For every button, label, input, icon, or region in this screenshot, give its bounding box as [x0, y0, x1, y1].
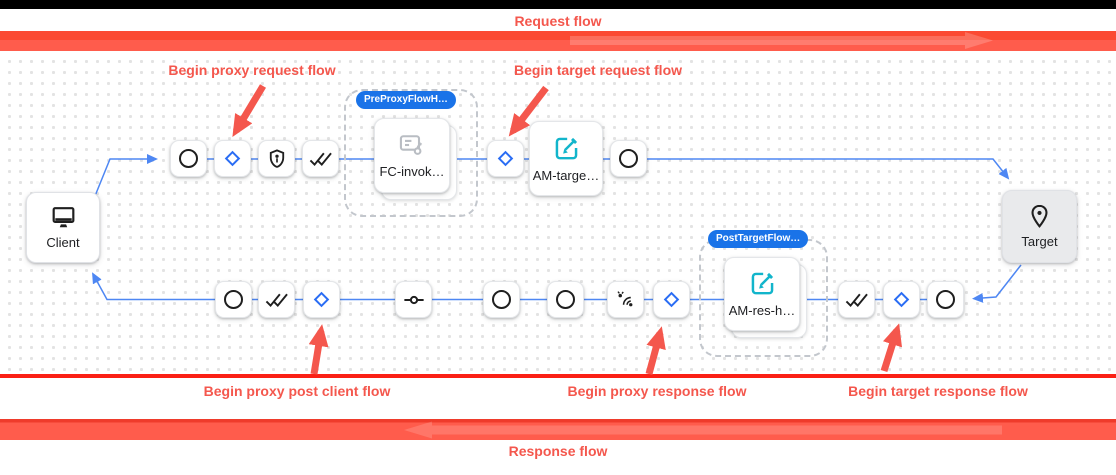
canvas-bottom-divider: [0, 374, 1116, 378]
circle-icon: [179, 149, 198, 168]
double-check-icon: [309, 152, 332, 166]
target-response-verify-node[interactable]: [838, 281, 875, 318]
diamond-icon: [893, 291, 910, 308]
proxy-request-flowhook-node[interactable]: [214, 140, 251, 177]
edit-icon: [751, 272, 773, 295]
target-label: Target: [1021, 234, 1058, 249]
flow-callout-label: FC-invok…: [379, 164, 445, 179]
proxy-response-flowhook-node[interactable]: [653, 281, 690, 318]
commit-node-icon: [403, 295, 424, 304]
circle-icon: [556, 290, 575, 309]
post-client-annotation: Begin proxy post client flow: [203, 383, 391, 399]
proxy-response-annotation: Begin proxy response flow: [567, 383, 747, 399]
response-flow-bar: [0, 419, 1116, 440]
monitor-icon: [52, 206, 74, 227]
top-black-bar: [0, 0, 1116, 9]
post-client-flowhook-node[interactable]: [303, 281, 340, 318]
post-target-flowhook-badge[interactable]: PostTargetFlow…: [708, 230, 809, 248]
location-pin-icon: [1031, 204, 1048, 228]
response-verify-node[interactable]: [258, 281, 295, 318]
flow-callout-icon: [399, 135, 423, 155]
am-target-policy-card[interactable]: AM-targe…: [529, 121, 603, 196]
am-response-label: AM-res-h…: [728, 303, 796, 318]
diamond-icon: [313, 291, 330, 308]
circle-icon: [936, 290, 955, 309]
response-circle-node[interactable]: [547, 281, 584, 318]
response-flow-arrow-icon: [404, 421, 1002, 439]
pre-proxy-flowhook-badge[interactable]: PreProxyFlowH…: [356, 91, 456, 109]
edit-icon: [555, 137, 577, 159]
response-circle-node[interactable]: [483, 281, 520, 318]
response-step-circle-node[interactable]: [215, 281, 252, 318]
client-endpoint-node[interactable]: Client: [26, 192, 100, 263]
request-step-circle-node[interactable]: [170, 140, 207, 177]
security-policy-node[interactable]: [258, 140, 295, 177]
message-broadcast-node[interactable]: [607, 281, 644, 318]
am-response-policy-card[interactable]: AM-res-h…: [724, 257, 800, 331]
proxy-request-annotation: Begin proxy request flow: [168, 62, 336, 78]
broadcast-icon: [617, 291, 633, 307]
diamond-icon: [663, 291, 680, 308]
flow-callout-policy-card[interactable]: FC-invok…: [374, 118, 450, 193]
verify-policy-node[interactable]: [302, 140, 339, 177]
double-check-icon: [265, 293, 288, 307]
am-target-label: AM-targe…: [532, 167, 600, 183]
condition-step-node[interactable]: [395, 281, 432, 318]
diamond-icon: [497, 150, 514, 167]
target-response-flowhook-node[interactable]: [883, 281, 920, 318]
circle-icon: [224, 290, 243, 309]
circle-icon: [492, 290, 511, 309]
target-request-flowhook-node[interactable]: [487, 140, 524, 177]
request-end-circle-node[interactable]: [610, 140, 647, 177]
response-flow-title: Response flow: [508, 443, 608, 459]
pre-proxy-flowhook-group: [344, 89, 478, 217]
request-flow-bar: [0, 31, 1116, 51]
diamond-icon: [224, 150, 241, 167]
double-check-icon: [845, 293, 868, 307]
target-response-annotation: Begin target response flow: [848, 383, 1028, 399]
circle-icon: [619, 149, 638, 168]
flow-canvas[interactable]: [0, 52, 1116, 374]
shield-lock-icon: [269, 148, 284, 168]
target-endpoint-node[interactable]: Target: [1002, 190, 1077, 263]
request-flow-arrow-icon: [570, 32, 993, 49]
request-flow-title: Request flow: [514, 13, 602, 29]
response-start-circle-node[interactable]: [927, 281, 964, 318]
client-label: Client: [46, 234, 80, 250]
target-request-annotation: Begin target request flow: [513, 62, 683, 78]
